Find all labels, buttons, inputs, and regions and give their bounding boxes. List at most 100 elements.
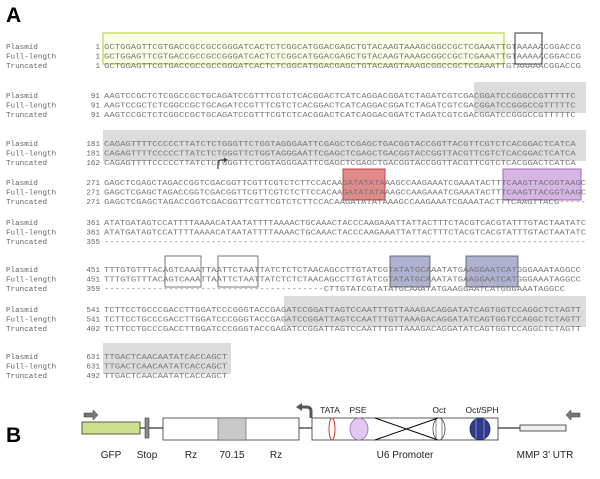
sequence-text: ATATGATAGTCCATTTTAAAACATAATATTTTAAAACTGC… xyxy=(104,220,587,228)
sequence-name: Truncated xyxy=(6,112,47,120)
panel-b-label: B xyxy=(6,424,21,447)
forward-primer-arrow-icon xyxy=(83,409,99,421)
reverse-primer-arrow-icon xyxy=(565,409,581,421)
sequence-text: TTTGTGTTTACAGTCAAATTAATTCTAATTATCTCTCTAA… xyxy=(104,267,582,275)
tata-box xyxy=(342,168,386,201)
gfp-highlight-box xyxy=(102,32,505,65)
arrowhead-icon xyxy=(224,157,228,163)
position-number: 402 xyxy=(86,326,100,334)
position-number: 1 xyxy=(95,63,100,71)
mmp-label: MMP 3' UTR xyxy=(517,450,574,461)
position-number: 631 xyxy=(86,364,100,372)
sequence-name: Full-length xyxy=(6,103,56,111)
position-number: 162 xyxy=(86,160,100,168)
sequence-text: GCTGGAGTTCGTGACCGCCGCCGGGATCACTCTCGGCATG… xyxy=(104,63,582,71)
octsph-label: Oct/SPH xyxy=(465,405,498,415)
rz-left-label: Rz xyxy=(185,450,197,461)
sequence-text: CAGAGTTTTCCCCCTTATCTCTGGGTTCTGGTAGGGAATT… xyxy=(104,160,576,168)
sequence-text: ----------------------------------------… xyxy=(104,286,565,294)
sequence-text: ATATGATAGTCCATTTTAAAACATAATATTTTAAAACTGC… xyxy=(104,230,587,238)
sequence-name: Full-length xyxy=(6,151,56,159)
sequence-text: CAGAGTTTTCCCCCTTATCTCTGGGTTCTGGTAGGGAATT… xyxy=(104,151,576,159)
transcription-start-arrow-icon xyxy=(217,159,225,169)
cross-line-2 xyxy=(374,417,439,441)
sequence-name: Plasmid xyxy=(6,267,38,275)
rz-box-2 xyxy=(217,255,259,288)
sequence-name: Plasmid xyxy=(6,307,38,315)
sequence-text: TTTGTGTTTACAGTCAAATTAATTCTAATTATCTCTCTAA… xyxy=(104,277,582,285)
pse-box xyxy=(502,168,582,201)
stop-label: Stop xyxy=(137,450,158,461)
oct-element xyxy=(432,417,446,441)
sequence-text: CAGAGTTTTCCCCCTTATCTCTGGGTTCTGGTAGGGAATT… xyxy=(104,141,576,149)
mmp-utr-segment xyxy=(519,424,567,432)
position-number: 1 xyxy=(95,54,100,62)
sequence-text: GAGCTCGAGCTAGACCGGTCGACGGTTCGTTCGTCTCTTC… xyxy=(104,190,587,198)
position-number: 271 xyxy=(86,190,100,198)
rz-box-1 xyxy=(164,255,202,288)
position-number: 271 xyxy=(86,199,100,207)
position-number: 1 xyxy=(95,44,100,52)
sequence-text: TCTTCCTGCCCGACCTTGGATCCCGGGTACCGAGATCCGG… xyxy=(104,307,582,315)
construct-diagram: GFP Stop Rz 70.15 Rz U6 Promoter MMP 3' … xyxy=(81,403,581,461)
gfp-label: GFP xyxy=(101,450,122,461)
region-label: 70.15 xyxy=(219,450,244,461)
stop-codon-box xyxy=(514,32,543,65)
octsph-element xyxy=(469,417,491,441)
tata-element xyxy=(328,417,336,441)
sequence-name: Truncated xyxy=(6,63,47,71)
position-number: 181 xyxy=(86,151,100,159)
position-number: 271 xyxy=(86,180,100,188)
panel-a-label: A xyxy=(6,4,21,27)
position-number: 355 xyxy=(86,239,100,247)
sequence-text: TTGACTCAACAATATCACCAGCT xyxy=(104,373,228,381)
position-number: 451 xyxy=(86,277,100,285)
sequence-name: Plasmid xyxy=(6,354,38,362)
sequence-name: Truncated xyxy=(6,239,47,247)
sequence-text: GAGCTCGAGCTAGACCGGTCGACGGTTCGTTCGTCTCTTC… xyxy=(104,199,586,207)
sequence-name: Truncated xyxy=(6,160,47,168)
position-number: 541 xyxy=(86,317,100,325)
tata-label: TATA xyxy=(320,405,340,415)
highlight-layer xyxy=(102,32,586,374)
sequence-name: Truncated xyxy=(6,373,47,381)
u6-start-arrowhead-icon xyxy=(296,403,302,411)
pse-label: PSE xyxy=(349,405,366,415)
position-number: 361 xyxy=(86,220,100,228)
rz-right-label: Rz xyxy=(270,450,282,461)
sequence-text: TCTTCCTGCCCGACCTTGGATCCCGGGTACCGAGATCCGG… xyxy=(104,326,582,334)
position-number: 541 xyxy=(86,307,100,315)
position-number: 181 xyxy=(86,141,100,149)
sequence-name: Truncated xyxy=(6,286,47,294)
sequence-name: Plasmid xyxy=(6,220,38,228)
sequence-name: Full-length xyxy=(6,317,56,325)
sequence-text: TTGACTCAACAATATCACCAGCT xyxy=(104,354,228,362)
gray-highlight-2 xyxy=(103,130,586,161)
sequence-name: Plasmid xyxy=(6,141,38,149)
stop-segment xyxy=(144,417,150,439)
gray-highlight-4 xyxy=(103,343,231,374)
sequence-name: Plasmid xyxy=(6,93,38,101)
sequence-name: Full-length xyxy=(6,230,56,238)
oct-label: Oct xyxy=(432,405,446,415)
sequence-text: GAGCTCGAGCTAGACCGGTCGACGGTTCGTTCGTCTCTTC… xyxy=(104,180,587,188)
position-number: 361 xyxy=(86,230,100,238)
position-number: 91 xyxy=(91,112,101,120)
sequence-name: Full-length xyxy=(6,364,56,372)
sequence-name: Full-length xyxy=(6,190,56,198)
position-number: 359 xyxy=(86,286,100,294)
sequence-name: Full-length xyxy=(6,277,56,285)
sequence-text: TTGACTCAACAATATCACCAGCT xyxy=(104,364,228,372)
position-number: 451 xyxy=(86,267,100,275)
sequence-name: Truncated xyxy=(6,199,47,207)
sequence-text: GCTGGAGTTCGTGACCGCCGCCGGGATCACTCTCGGCATG… xyxy=(104,54,582,62)
